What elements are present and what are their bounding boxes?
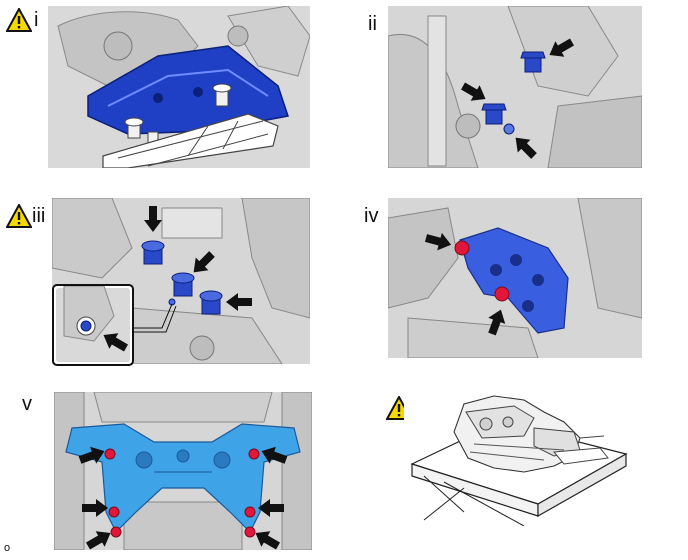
arrow-icon: [226, 293, 252, 311]
bolt-icon: [520, 51, 546, 73]
warning-icon: [5, 202, 33, 233]
arrow-icon: [424, 232, 452, 251]
arrow-icon: [461, 82, 486, 101]
bolt-icon: [199, 290, 223, 315]
illustration-panel-v: [54, 392, 312, 550]
arrow-icon: [193, 251, 215, 273]
step-label-v: v: [22, 393, 32, 415]
illustration-panel-i: [48, 6, 310, 168]
marker-icon: [104, 448, 116, 460]
corner-mark: o: [4, 542, 11, 554]
bolt-icon: [141, 240, 165, 265]
illustration-panel-iv: [388, 198, 642, 358]
marker-icon: [244, 506, 256, 518]
arrow-icon: [86, 531, 111, 550]
marker-icon: [248, 448, 260, 460]
illustration-panel-ii: [388, 6, 642, 168]
step-label-ii: ii: [368, 13, 377, 35]
illustration-panel-iii: [52, 198, 310, 364]
illustration-panel-vi: [404, 392, 630, 526]
arrow-icon: [261, 446, 288, 464]
arrow-icon: [82, 499, 108, 517]
arrow-icon: [549, 38, 574, 57]
marker-icon: [108, 506, 120, 518]
detail-inset: [52, 284, 134, 366]
bolt-icon: [481, 103, 507, 125]
arrow-icon: [144, 206, 162, 232]
arrow-icon: [515, 137, 537, 159]
arrow-icon: [255, 531, 280, 550]
marker-icon: [110, 526, 122, 538]
marker-icon: [494, 286, 510, 302]
arrow-icon: [488, 309, 506, 336]
arrow-icon: [78, 446, 105, 464]
arrow-icon: [258, 499, 284, 517]
step-label-iii: iii: [32, 205, 46, 227]
bolt-icon: [171, 272, 195, 297]
marker-icon: [454, 240, 470, 256]
step-label-i: i: [34, 9, 39, 31]
arrow-icon: [103, 333, 128, 352]
step-label-iv: iv: [364, 205, 379, 227]
warning-icon: [5, 6, 33, 37]
marker-icon: [244, 526, 256, 538]
